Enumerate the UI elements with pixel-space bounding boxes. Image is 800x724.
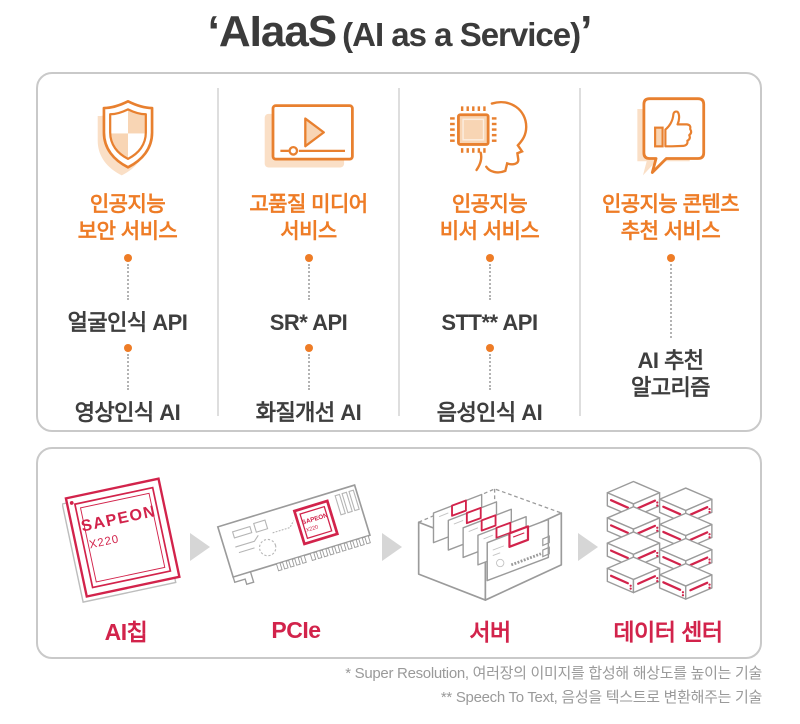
shield-icon bbox=[97, 100, 153, 176]
service-column-security: 인공지능 보안 서비스 얼굴인식 API 영상인식 AI bbox=[38, 74, 217, 430]
service-title: 인공지능 보안 서비스 bbox=[77, 193, 178, 243]
services-panel: 인공지능 보안 서비스 얼굴인식 API 영상인식 AI 고품질 미디어 서비스… bbox=[36, 72, 762, 432]
stage-datacenter: 데이터 센터 bbox=[598, 463, 738, 647]
connector-dot bbox=[485, 344, 494, 353]
connector-dot bbox=[123, 344, 132, 353]
server-illustration bbox=[417, 488, 563, 601]
title-main: ‘AIaaS bbox=[207, 7, 338, 56]
connector-line bbox=[669, 263, 672, 338]
column-divider bbox=[217, 88, 219, 416]
stage-art: SAPEON X220 bbox=[62, 463, 190, 613]
service-item: SR* API bbox=[269, 309, 348, 335]
service-item: 얼굴인식 API bbox=[67, 309, 188, 335]
footnote-sr: * Super Resolution, 여러장의 이미지를 합성해 해상도를 높… bbox=[345, 665, 762, 682]
title-sub: (AI as a Service) bbox=[342, 16, 581, 53]
service-item: STT** API bbox=[441, 309, 538, 335]
service-column-assistant: 인공지능 비서 서비스 STT** API 음성인식 AI bbox=[400, 74, 579, 430]
sapeon-chip-illustration: SAPEON X220 bbox=[62, 477, 181, 603]
stage-label: 데이터 센터 bbox=[613, 619, 723, 645]
service-item: 화질개선 AI bbox=[255, 400, 362, 426]
stage-pcie: SAPEON X220 PCIe bbox=[210, 463, 382, 647]
thumbs-up-bubble-icon bbox=[636, 97, 705, 176]
service-item: 음성인식 AI bbox=[436, 400, 543, 426]
connector-line bbox=[126, 354, 129, 391]
connector-line bbox=[307, 354, 310, 391]
stage-label: PCIe bbox=[271, 616, 321, 643]
icon-box bbox=[87, 90, 169, 184]
icon-box bbox=[438, 90, 542, 184]
service-item: 영상인식 AI bbox=[74, 400, 181, 426]
connector-dot bbox=[485, 253, 494, 262]
page-title: ‘AIaaS(AI as a Service)’ bbox=[0, 7, 800, 56]
stage-server: 서버 bbox=[402, 463, 578, 647]
service-title: 고품질 미디어 서비스 bbox=[249, 193, 368, 243]
stage-art bbox=[402, 463, 578, 613]
arrow-right-icon bbox=[382, 533, 402, 561]
service-title: 인공지능 비서 서비스 bbox=[439, 193, 540, 243]
stage-art: SAPEON X220 bbox=[210, 463, 382, 613]
connector-dot bbox=[304, 344, 313, 353]
connector-dot bbox=[304, 253, 313, 262]
icon-box bbox=[261, 90, 357, 184]
connector-dot bbox=[666, 253, 675, 262]
footnote-stt: ** Speech To Text, 음성을 텍스트로 변환해주는 기술 bbox=[440, 689, 762, 706]
footnotes: * Super Resolution, 여러장의 이미지를 합성해 해상도를 높… bbox=[345, 662, 762, 710]
service-title: 인공지능 콘텐츠 추천 서비스 bbox=[601, 193, 740, 243]
pipeline-panel: SAPEON X220 AI칩 bbox=[36, 447, 762, 659]
chip-head-icon bbox=[449, 101, 527, 174]
service-column-media: 고품질 미디어 서비스 SR* API 화질개선 AI bbox=[219, 74, 398, 430]
stage-label: AI칩 bbox=[104, 619, 148, 645]
icon-box bbox=[628, 90, 714, 184]
pcie-card-illustration: SAPEON X220 bbox=[216, 484, 371, 586]
connector-line bbox=[126, 263, 129, 300]
stage-label: 서버 bbox=[469, 619, 511, 645]
pcie-chip-model-text: X220 bbox=[305, 524, 319, 533]
column-divider bbox=[398, 88, 400, 416]
service-item: AI 추천 알고리즘 bbox=[631, 347, 710, 401]
connector-line bbox=[488, 354, 491, 391]
connector-dot bbox=[123, 253, 132, 262]
connector-line bbox=[307, 263, 310, 300]
video-player-icon bbox=[264, 104, 354, 168]
arrow-right-icon bbox=[578, 533, 598, 561]
service-column-recommendation: 인공지능 콘텐츠 추천 서비스 AI 추천 알고리즘 bbox=[581, 74, 760, 430]
stage-art bbox=[598, 463, 738, 613]
connector-line bbox=[488, 263, 491, 300]
arrow-right-icon bbox=[190, 533, 210, 561]
title-close-quote: ’ bbox=[580, 7, 593, 56]
column-divider bbox=[579, 88, 581, 416]
stage-ai-chip: SAPEON X220 AI칩 bbox=[62, 463, 190, 647]
datacenter-illustration bbox=[606, 480, 713, 601]
